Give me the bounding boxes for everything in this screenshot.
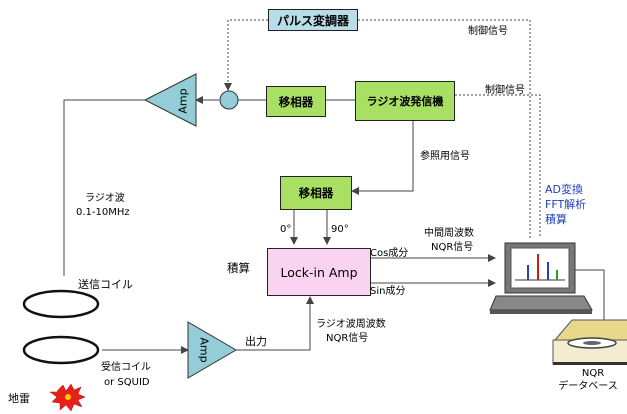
db-nqr-label: NQR [581,368,605,379]
squid-label: or SQUID [104,377,150,388]
pc-integration-label: 積算 [545,213,567,226]
radio-wave-freq-label: ラジオ波周波数 [316,319,386,330]
database-label: データベース [558,381,618,392]
line-pc-to-db [572,269,605,322]
amp-top-triangle [143,73,197,127]
output-label: 出力 [245,335,267,348]
amp-bottom-triangle [187,321,237,379]
integration-label: 積算 [227,261,250,275]
database-icon [552,319,627,365]
nqr-signal-label-1: NQR信号 [431,242,474,253]
control-signal-label-1: 制御信号 [468,26,508,37]
radio-transmitter-box: ラジオ波発信機 [355,81,455,121]
pc-icon [489,242,593,314]
deg0-label: 0° [280,224,292,235]
pulse-modulator-box: パルス変調器 [268,9,358,31]
radio-wave-label: ラジオ波 [85,193,125,204]
line-reference-signal [351,120,414,195]
pc-fft-label: FFT解析 [545,198,587,211]
reference-signal-label: 参照用信号 [420,151,470,162]
receive-coil [22,335,100,365]
line-amp-to-send-coil [63,99,145,276]
receive-coil-label: 受信コイル [101,362,151,373]
combiner-circle [219,90,239,110]
amp-top-label: Amp [177,88,190,113]
phase-shifter-top-box: 移相器 [266,86,326,117]
intermediate-freq-label: 中間周波数 [424,228,474,239]
mine-label: 地雷 [8,392,30,405]
cos-component-label: Cos成分 [370,248,409,259]
nqr-signal-label-2: NQR信号 [326,333,369,344]
radio-freq-range-label: 0.1-10MHz [76,207,130,218]
lockin-amp-box: Lock-in Amp [267,248,371,296]
send-coil [22,289,100,319]
sin-component-label: Sin成分 [370,286,406,297]
send-coil-label: 送信コイル [78,278,133,291]
phase-shifter-mid-box: 移相器 [280,176,352,210]
deg90-label: 90° [331,224,349,235]
control-signal-label-2: 制御信号 [485,85,525,96]
pc-ad-label: AD変換 [545,183,583,196]
control-lines [224,19,541,238]
line-amp-to-lockin [236,296,314,351]
amp-bottom-label: Amp [198,337,211,362]
